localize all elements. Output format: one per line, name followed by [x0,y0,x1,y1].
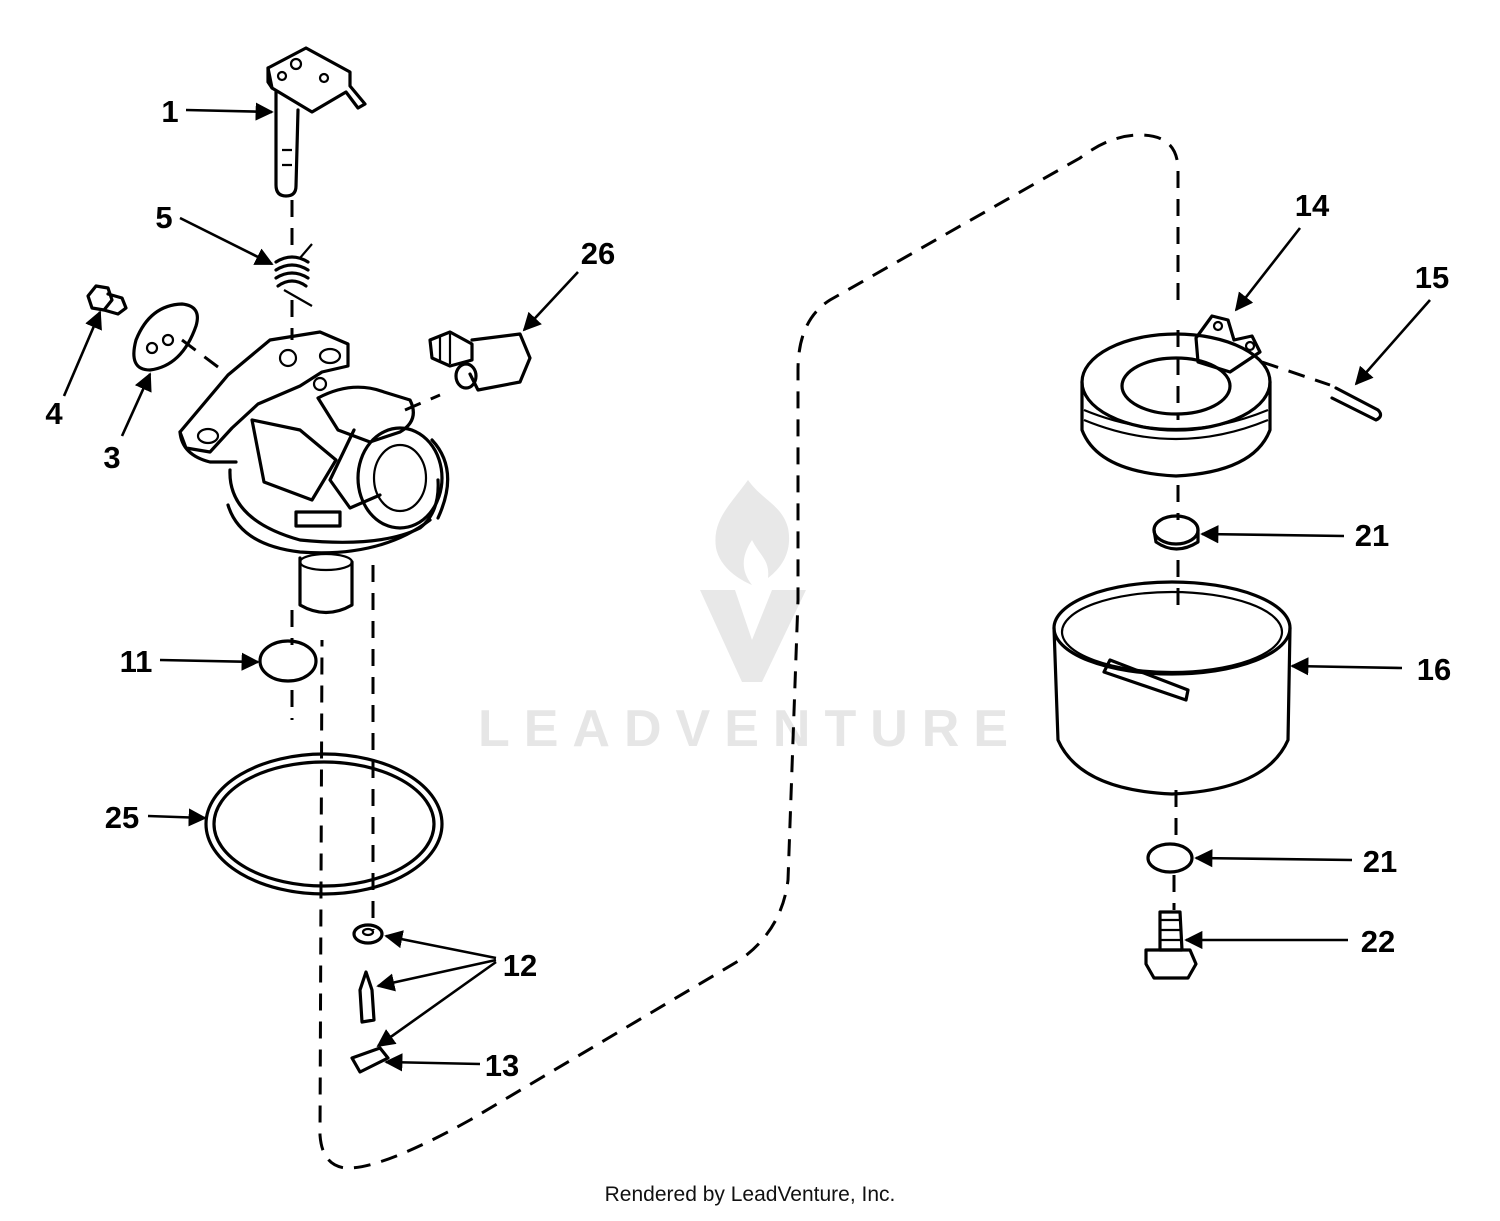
part-throttle-shaft [266,46,367,198]
flame-logo-icon [700,480,806,682]
label-part-16: 16 [1417,652,1451,687]
assembly-dashed-line [318,133,1180,1170]
watermark-text: LEADVENTURE [478,700,1022,758]
label-part-4: 4 [45,396,63,431]
part-carburetor-body [178,330,450,615]
label-part-1: 1 [161,94,178,129]
part-float-bowl [1052,580,1292,796]
label-part-26: 26 [581,236,615,271]
part-pin [1330,386,1383,422]
part-washer-upper [1152,514,1200,551]
leadventure-watermark: LEADVENTURE [478,480,1022,758]
axis-pin [1261,360,1331,387]
part-gasket-ring [204,752,444,896]
label-part-11: 11 [120,644,153,679]
part-bowl-nut [1144,910,1198,980]
part-spring [274,243,313,307]
label-part-14: 14 [1295,188,1330,223]
label-part-15: 15 [1415,260,1449,295]
label-part-12: 12 [503,948,537,983]
axis-side [181,338,441,412]
footer-credit: Rendered by LeadVenture, Inc. [604,1183,896,1206]
axis-float-bowl [1172,330,1180,910]
part-plate [132,302,199,372]
part-screw [86,284,128,316]
part-needle-assembly [350,923,390,1074]
label-part-5: 5 [155,200,172,235]
label-part-22: 22 [1361,924,1395,959]
part-labels: 1 3 4 5 11 12 13 14 15 16 21 21 22 25 26 [45,94,1451,1083]
label-part-3: 3 [103,440,120,475]
part-fitting [428,330,532,392]
label-part-25: 25 [105,800,139,835]
part-disc [258,639,318,683]
leader-lines [62,102,1431,1072]
part-washer-lower [1146,842,1194,874]
label-part-21-lower: 21 [1363,844,1397,879]
label-part-13: 13 [485,1048,519,1083]
label-part-21-upper: 21 [1355,518,1389,553]
part-float [1080,314,1272,478]
